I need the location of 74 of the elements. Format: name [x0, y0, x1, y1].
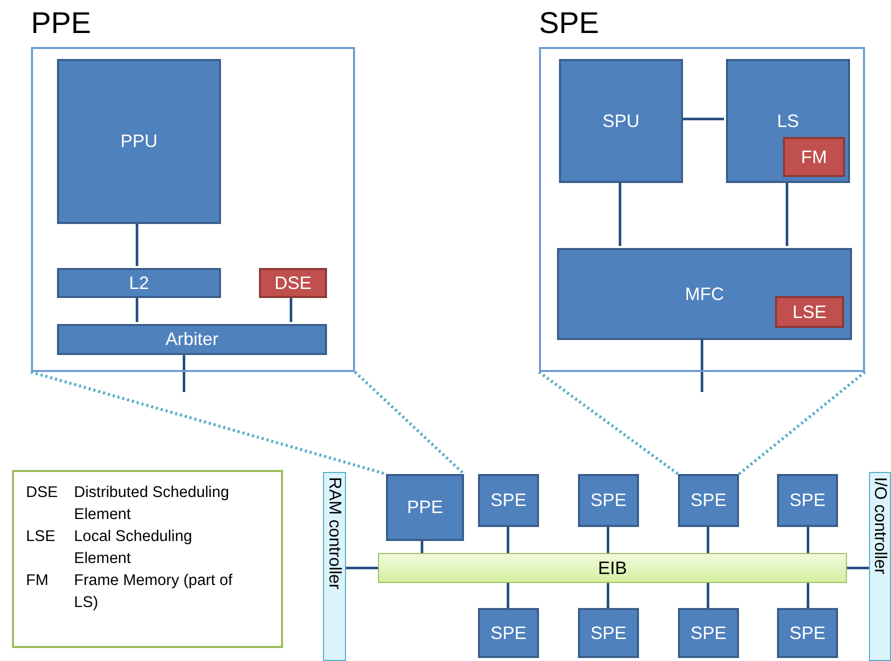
connector-line	[606, 527, 610, 553]
component-label: RAM controller	[324, 477, 344, 592]
component-label: SPE	[590, 622, 627, 644]
component-box	[57, 59, 221, 224]
component-box	[777, 474, 838, 527]
scheduler-box	[783, 137, 845, 177]
component-label: PPU	[120, 131, 158, 152]
connector-line	[506, 527, 510, 553]
connector-line	[786, 181, 788, 246]
definition-text: Local Scheduling Element	[74, 527, 194, 569]
component-box	[478, 608, 539, 658]
component-box	[578, 608, 639, 658]
connector-line	[706, 583, 710, 608]
component-label: SPE	[690, 622, 727, 644]
component-label: FM	[801, 146, 827, 168]
component-box	[678, 608, 739, 658]
connector-line	[806, 527, 810, 553]
component-box	[726, 59, 850, 183]
connector-line	[136, 296, 138, 322]
component-box	[386, 474, 464, 541]
connector-line	[506, 583, 510, 608]
component-box	[557, 248, 852, 340]
component-label: SPU	[602, 110, 640, 132]
zoom-guide-line	[538, 370, 679, 476]
component-label: PPE	[406, 497, 444, 518]
component-box	[57, 268, 221, 298]
component-label: DSE	[274, 272, 312, 294]
abbreviation-text: FM	[26, 571, 50, 591]
component-label: SPE	[789, 490, 826, 511]
abbreviation-text: LSE	[26, 527, 56, 547]
connector-line	[847, 566, 869, 570]
component-label: SPE	[490, 490, 527, 511]
connector-line	[420, 541, 424, 553]
zoom-guide-line	[738, 370, 866, 476]
connector-line	[681, 118, 724, 120]
controller-bar	[323, 472, 346, 661]
component-box	[777, 608, 838, 658]
component-label: L2	[128, 272, 150, 294]
connector-line	[706, 527, 710, 553]
connector-line	[136, 222, 138, 266]
component-label: SPE	[789, 622, 826, 644]
scheduler-box	[259, 268, 327, 298]
connector-line	[290, 296, 292, 322]
connector-line	[606, 583, 610, 608]
connector-line	[618, 181, 622, 246]
connector-line	[806, 583, 810, 608]
zoom-guide-line	[354, 370, 466, 476]
component-label: LS	[776, 110, 800, 132]
component-label: SPE	[690, 490, 727, 511]
component-label: Arbiter	[165, 329, 218, 350]
connector-line	[182, 353, 186, 392]
component-box	[478, 474, 539, 527]
frame-title: PPE	[31, 7, 92, 41]
component-box	[578, 474, 639, 527]
component-label: SPE	[490, 622, 527, 644]
connector-line	[346, 566, 378, 570]
abbreviation-text: DSE	[26, 483, 59, 503]
component-label: LSE	[792, 302, 827, 322]
legend-box	[12, 470, 283, 648]
definition-text: Distributed Scheduling Element	[74, 483, 230, 525]
scheduler-box	[775, 296, 844, 328]
frame-title: SPE	[539, 7, 600, 41]
component-box	[678, 474, 739, 527]
connector-line	[700, 338, 704, 392]
component-label: MFC	[685, 284, 724, 304]
component-box	[57, 324, 327, 355]
definition-text: Frame Memory (part of LS)	[74, 571, 234, 613]
controller-bar	[869, 472, 891, 661]
component-label: SPE	[590, 490, 627, 511]
component-box	[559, 59, 683, 183]
component-label: I/O controller	[870, 477, 890, 576]
zoom-guide-line	[30, 370, 386, 476]
bus-bar	[378, 553, 847, 583]
component-label: EIB	[598, 558, 627, 578]
